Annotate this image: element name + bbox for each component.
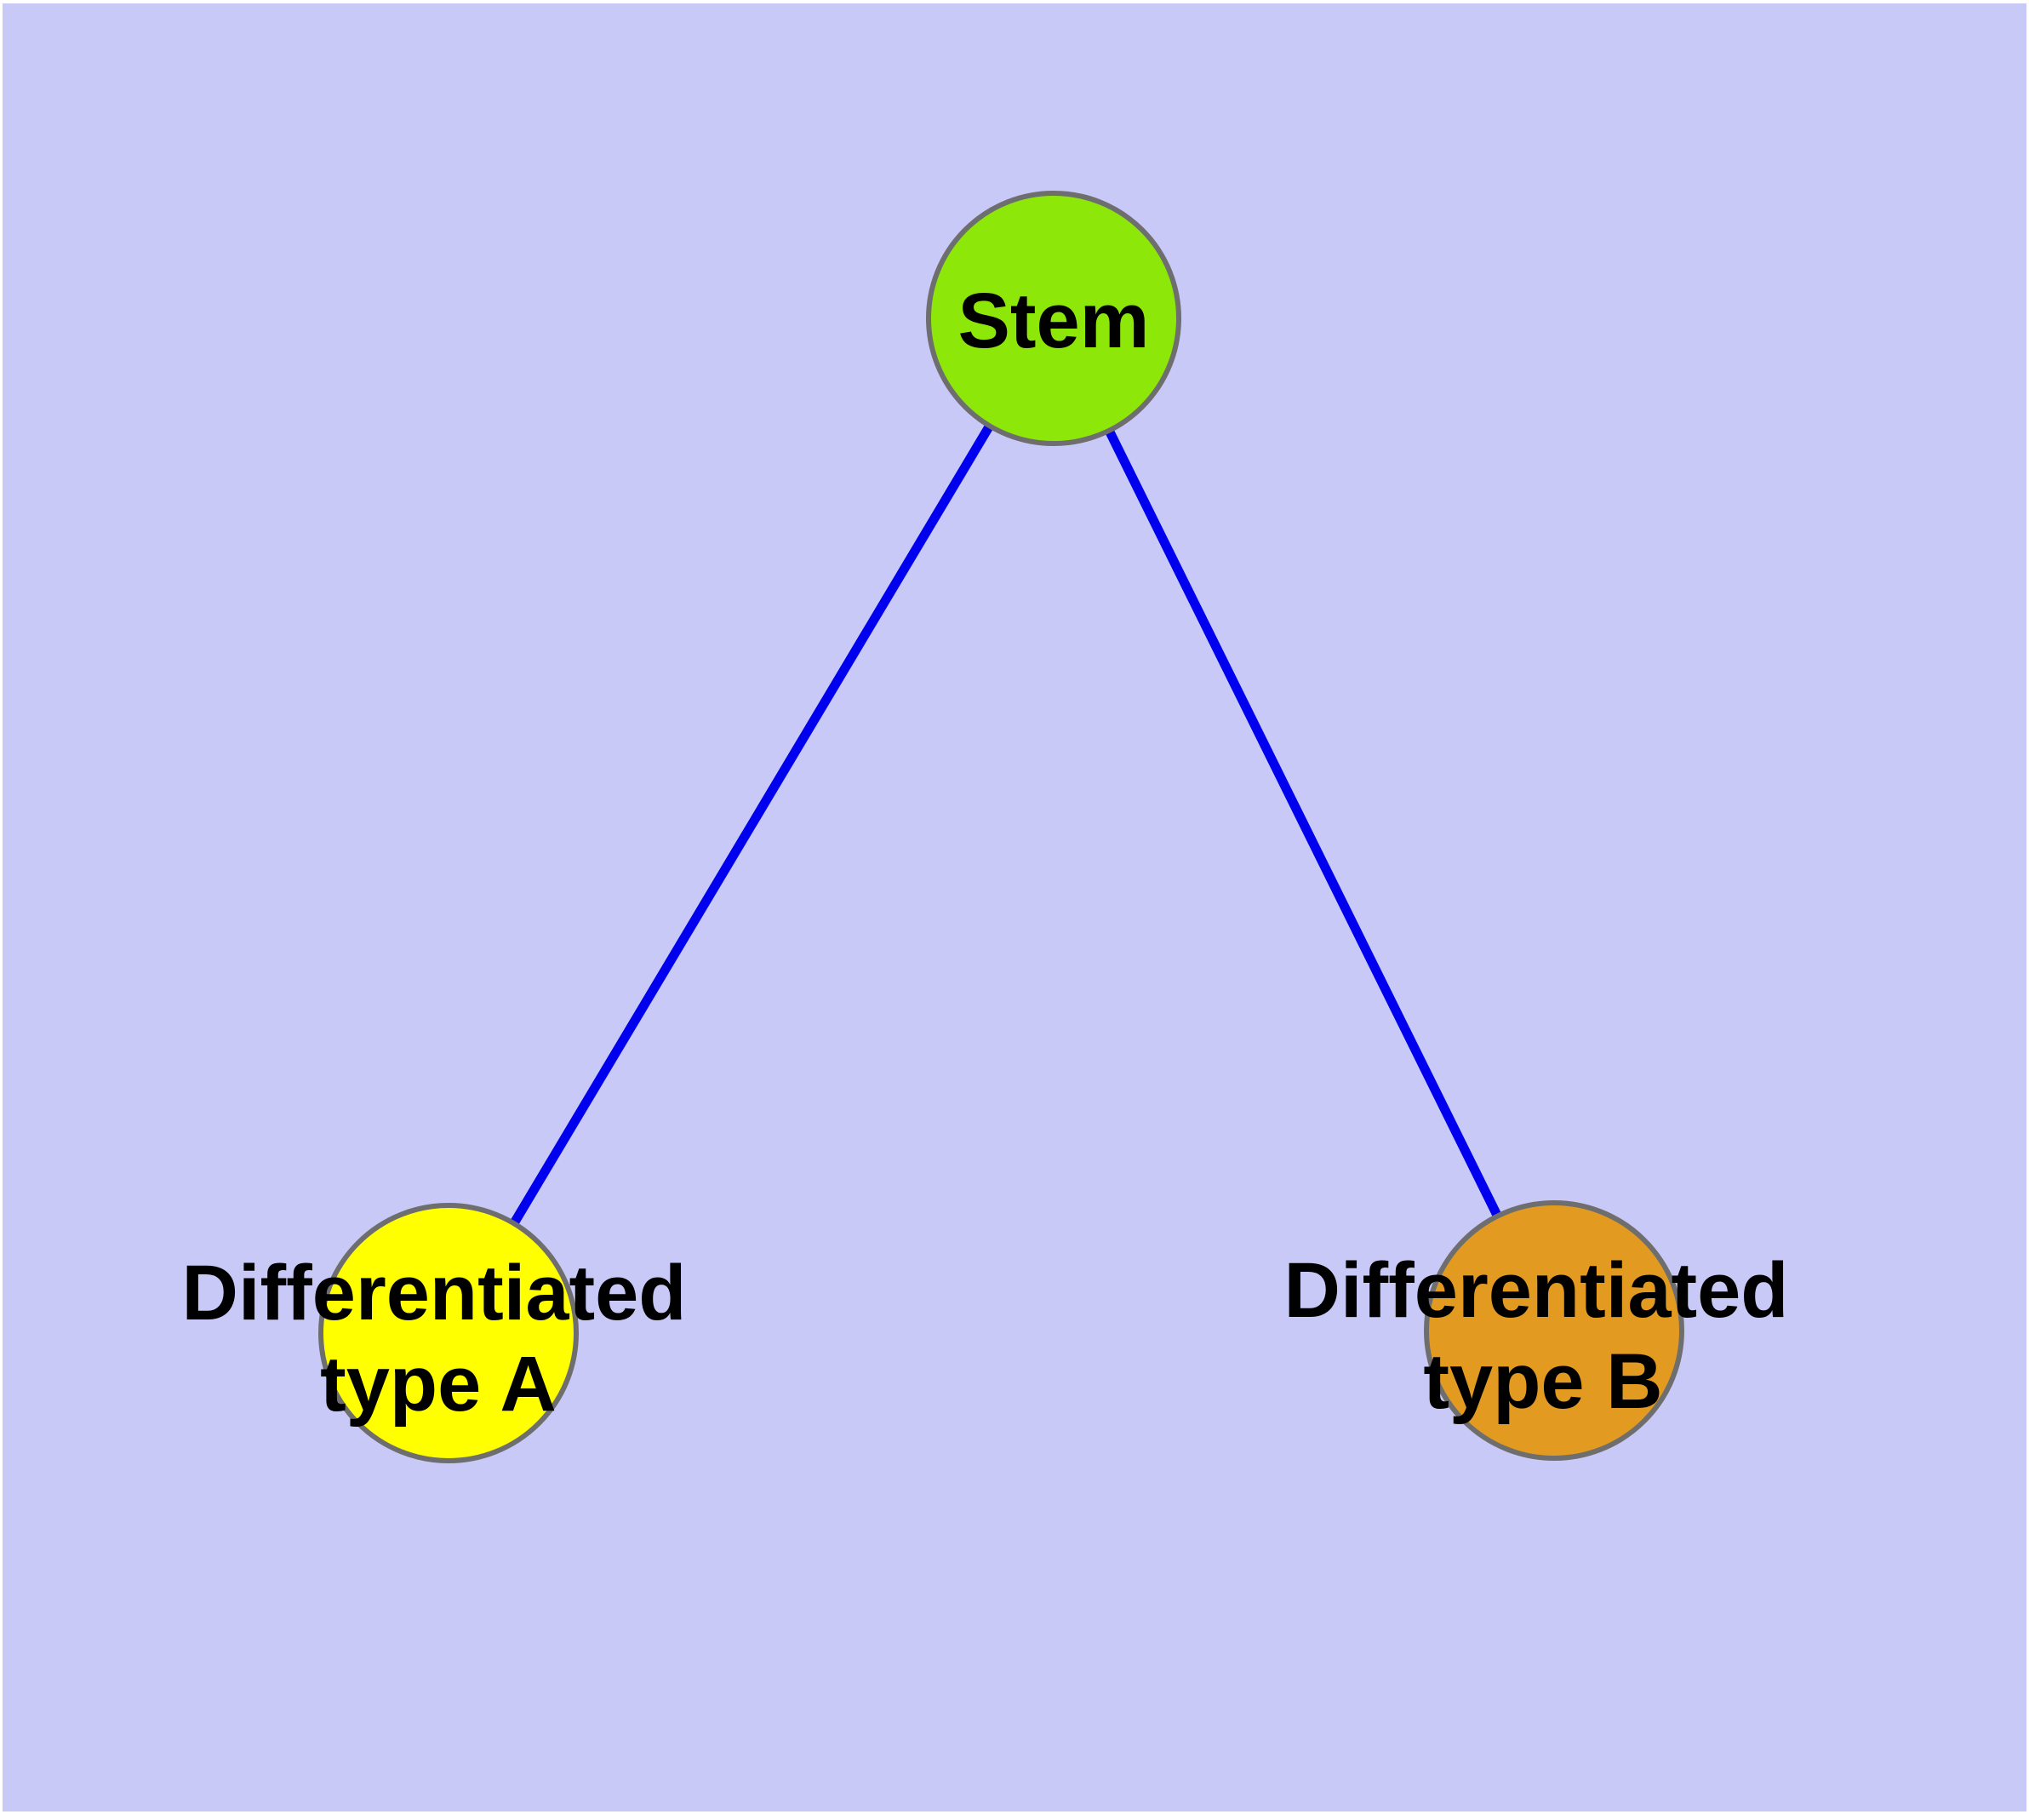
node-type-a-label-line1: Differentiated bbox=[182, 1250, 687, 1336]
node-differentiated-type-a bbox=[318, 1203, 579, 1463]
node-stem-label: Stem bbox=[958, 278, 1150, 364]
node-type-a-label-line2: type A bbox=[320, 1341, 557, 1428]
edge-stem-to-type-b bbox=[1049, 316, 1558, 1333]
node-type-b-label-line1: Differentiated bbox=[1284, 1247, 1789, 1334]
node-differentiated-type-b bbox=[1424, 1200, 1684, 1461]
edge-stem-to-type-a bbox=[444, 316, 1058, 1336]
node-type-b-label-line2: type B bbox=[1423, 1338, 1662, 1425]
node-stem bbox=[926, 191, 1181, 446]
